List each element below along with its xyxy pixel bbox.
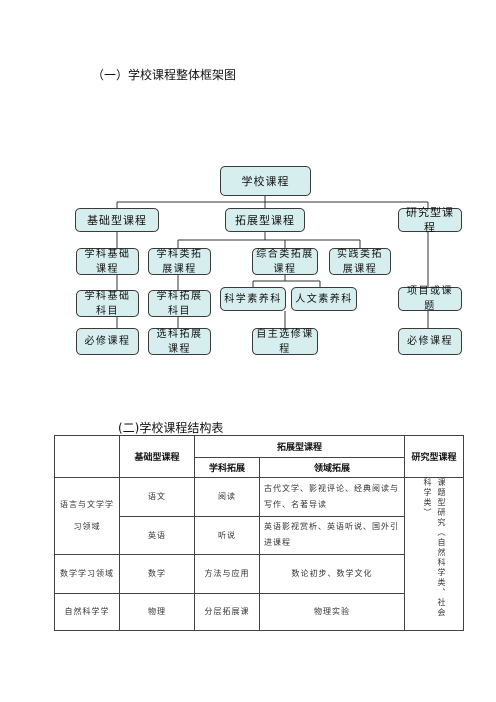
research-text: 课题型研究（自然科学类、社会科学类） — [420, 478, 448, 628]
basic-course-box: 基础型课程 — [75, 208, 159, 232]
domain-cell: 语言与文学学习领域 — [54, 477, 120, 555]
domain-ext-cell: 英语影视赏析、英语听说、国外引进课程 — [258, 515, 406, 555]
science-literacy-box: 科学素养科 — [220, 287, 286, 311]
subject-cell: 英语 — [119, 515, 195, 555]
table-corner-cell — [54, 435, 120, 478]
research-required-box: 必修课程 — [398, 328, 462, 355]
subject-ext-cell: 听说 — [194, 515, 260, 555]
research-text-line1: 课题型研究（自然科学类、社会 — [437, 478, 447, 618]
table-row: 自然科学学 物理 分层拓展课 物理实验 — [54, 592, 464, 631]
subject-ext-box: 学科类拓展课程 — [148, 248, 211, 275]
practice-ext-box: 实践类拓展课程 — [329, 248, 391, 275]
subject-cell: 物理 — [119, 592, 195, 631]
research-course-box: 研究型课程 — [398, 206, 462, 234]
subject-ext-item-box: 学科拓展科目 — [148, 290, 211, 317]
elective-course-box: 自主选修课程 — [252, 328, 318, 355]
subject-ext-cell: 分层拓展课 — [194, 592, 260, 631]
root-course-box: 学校课程 — [220, 166, 311, 196]
research-cell: 课题型研究（自然科学类、社会科学类） — [404, 477, 465, 631]
basic-required-box: 必修课程 — [76, 328, 139, 355]
subject-ext-cell: 方法与应用 — [194, 554, 260, 594]
comprehensive-ext-box: 综合类拓展课程 — [252, 248, 318, 275]
extended-course-box: 拓展型课程 — [225, 208, 305, 232]
elective-subject-ext-box: 选科拓展课程 — [148, 328, 211, 355]
domain-ext-cell: 物理实验 — [258, 592, 406, 631]
project-topic-box: 项目或课题 — [398, 286, 462, 312]
subject-cell: 数学 — [119, 554, 195, 594]
course-structure-table: 基础型课程 拓展型课程 研究型课程 学科拓展 领域拓展 语言与文学学习领域 语文… — [54, 435, 465, 631]
header-extended: 拓展型课程 — [193, 435, 406, 458]
table-heading: (二)学校课程结构表 — [118, 421, 224, 435]
research-text-line2: 科学类） — [423, 478, 433, 518]
table-row: 语言与文学学习领域 语文 阅读 古代文学、影视评论、经典阅读与写作、名著导读 课… — [54, 477, 465, 631]
domain-cell: 自然科学学 — [54, 592, 120, 631]
subject-ext-cell: 阅读 — [194, 477, 260, 517]
basic-subject-box: 学科基础课程 — [76, 248, 139, 275]
humanities-literacy-box: 人文素养科 — [291, 287, 357, 311]
header-basic: 基础型课程 — [119, 435, 195, 478]
basic-subject-item-box: 学科基础科目 — [76, 290, 139, 317]
header-subject-ext: 学科拓展 — [194, 457, 260, 478]
header-domain-ext: 领域拓展 — [258, 457, 406, 478]
domain-ext-cell: 数论初步、数学文化 — [258, 554, 406, 594]
table-row: 数学学习领域 数学 方法与应用 数论初步、数学文化 — [54, 554, 464, 594]
domain-cell: 数学学习领域 — [54, 554, 120, 594]
framework-heading: （一）学校课程整体框架图 — [92, 68, 237, 82]
header-research: 研究型课程 — [404, 435, 465, 478]
domain-ext-cell: 古代文学、影视评论、经典阅读与写作、名著导读 — [258, 477, 406, 517]
subject-cell: 语文 — [119, 477, 195, 517]
